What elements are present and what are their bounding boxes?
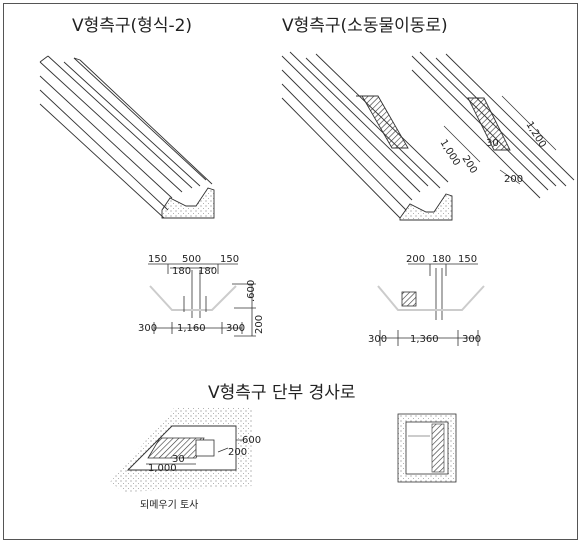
secA-top-150: 150 bbox=[458, 254, 477, 265]
animal-dimension-lines bbox=[443, 95, 557, 185]
end-dim-200: 200 bbox=[228, 447, 247, 458]
animal-step-block-2 bbox=[467, 97, 511, 151]
secA-top-180: 180 bbox=[432, 254, 451, 265]
title-end-slope: V형측구 단부 경사로 bbox=[208, 383, 356, 403]
sec2-bottom-300-left: 300 bbox=[138, 323, 157, 334]
backfill-caption: 되메우기 토사 bbox=[140, 499, 198, 511]
sec2-top-500: 500 bbox=[182, 254, 201, 265]
type2-perspective bbox=[39, 55, 215, 219]
sec2-inner-180-right: 180 bbox=[198, 266, 217, 277]
end-slope-section bbox=[397, 413, 457, 483]
end-slope-plan bbox=[110, 408, 252, 492]
secA-bottom-300-left: 300 bbox=[368, 334, 387, 345]
sec2-inner-180-left: 180 bbox=[172, 266, 191, 277]
dim-200-b: 200 bbox=[504, 174, 523, 185]
dim-30: 30 bbox=[486, 138, 499, 149]
type2-cross-section bbox=[148, 263, 256, 337]
sec2-top-150-left: 150 bbox=[148, 254, 167, 265]
sec2-top-150-right: 150 bbox=[220, 254, 239, 265]
title-type2: V형측구(형식-2) bbox=[72, 16, 192, 36]
title-animal-passage: V형측구(소동물이동로) bbox=[282, 16, 448, 36]
end-dim-1000: 1,000 bbox=[148, 463, 177, 474]
secA-bottom-300-right: 300 bbox=[462, 334, 481, 345]
secA-bottom-1360: 1,360 bbox=[410, 334, 439, 345]
dim-200-a: 200 bbox=[459, 154, 478, 176]
dim-1000: 1,000 bbox=[437, 138, 462, 168]
end-dim-30: 30 bbox=[172, 454, 185, 465]
sec2-base-200: 200 bbox=[254, 315, 265, 334]
sec2-bottom-300-right: 300 bbox=[226, 323, 245, 334]
animal-step-block-1 bbox=[356, 95, 409, 149]
sec2-depth-600: .600 bbox=[246, 280, 257, 302]
dim-1200: 1,200 bbox=[523, 120, 548, 150]
sec2-bottom-1160: 1,160 bbox=[177, 323, 206, 334]
secA-top-200: 200 bbox=[406, 254, 425, 265]
end-dim-600: 600 bbox=[242, 435, 261, 446]
drawing-frame bbox=[3, 3, 578, 540]
animal-cross-section bbox=[377, 263, 485, 346]
animal-perspective-left bbox=[281, 51, 453, 221]
